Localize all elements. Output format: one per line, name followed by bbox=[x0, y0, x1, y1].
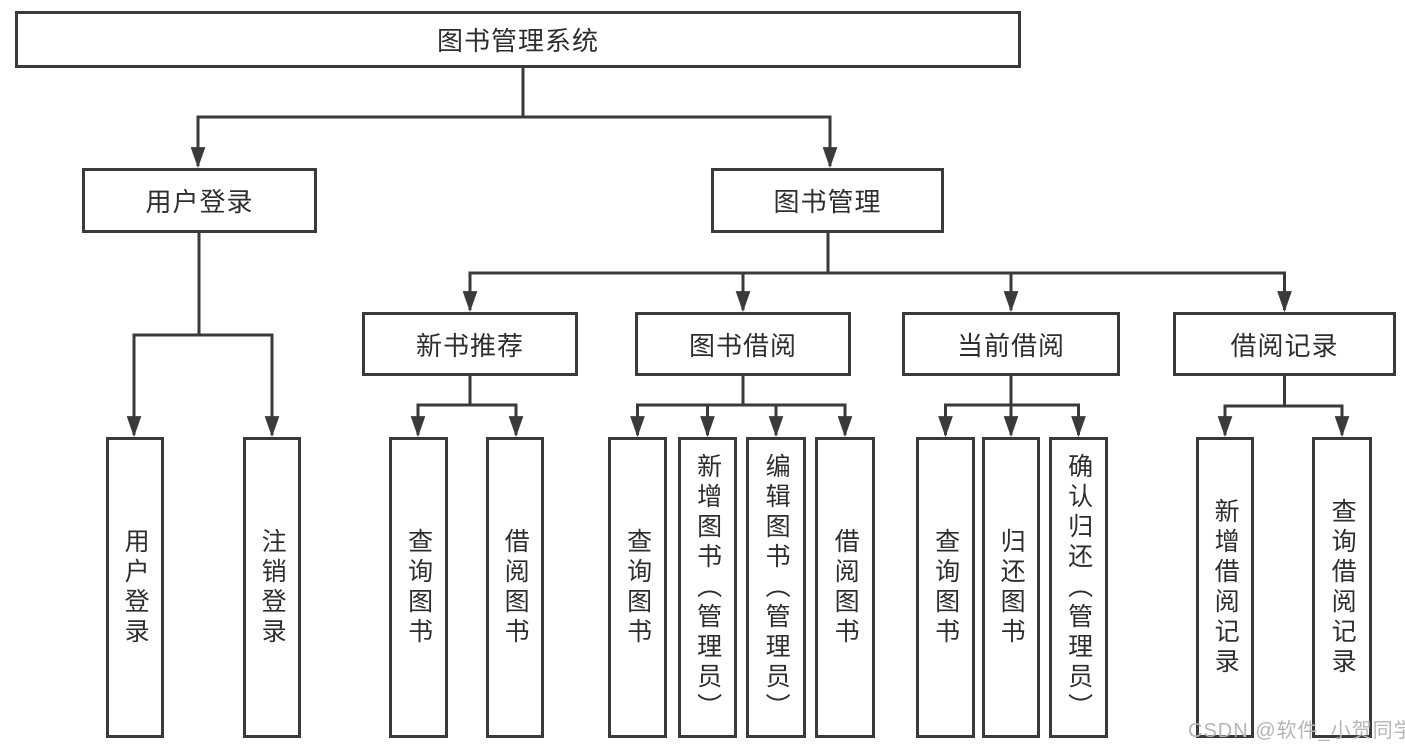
node-label: 图书借阅 bbox=[688, 330, 797, 361]
node-label: 借阅记录 bbox=[1230, 330, 1339, 361]
node-book-borrowing: 图书借阅 bbox=[635, 312, 851, 376]
leaf-query-books: 查询图书 bbox=[608, 437, 667, 738]
leaf-query-books: 查询图书 bbox=[916, 437, 975, 738]
node-new-book-recommendation: 新书推荐 bbox=[362, 312, 578, 376]
node-borrowing-records: 借阅记录 bbox=[1173, 312, 1396, 376]
node-user-login: 用户登录 bbox=[82, 168, 317, 233]
connector-book-mgmt-to-level3 bbox=[462, 230, 1292, 313]
leaf-label: 新增借阅记录 bbox=[1211, 497, 1240, 678]
node-label: 当前借阅 bbox=[956, 330, 1065, 361]
connector-current-borrow-children bbox=[938, 373, 1086, 438]
leaf-query-books: 查询图书 bbox=[389, 437, 448, 738]
leaf-edit-books-admin: 编辑图书（管理员） bbox=[746, 437, 806, 738]
leaf-label: 借阅图书 bbox=[501, 527, 530, 648]
leaf-confirm-return-admin: 确认归还（管理员） bbox=[1049, 437, 1108, 738]
leaf-user-login: 用户登录 bbox=[106, 437, 164, 738]
node-label: 图书管理系统 bbox=[436, 26, 599, 56]
leaf-label: 归还图书 bbox=[997, 527, 1026, 648]
leaf-borrow-books: 借阅图书 bbox=[815, 437, 875, 738]
connector-new-books-children bbox=[410, 373, 524, 438]
leaf-query-borrow-record: 查询借阅记录 bbox=[1312, 437, 1372, 738]
watermark: CSDN @软件_小贺同学 bbox=[1188, 720, 1405, 742]
connector-borrow-records-children bbox=[1217, 375, 1350, 438]
leaf-label: 查询图书 bbox=[404, 527, 433, 648]
node-label: 用户登录 bbox=[145, 187, 254, 217]
leaf-add-books-admin: 新增图书（管理员） bbox=[678, 437, 737, 738]
node-book-management: 图书管理 bbox=[711, 168, 944, 233]
node-label: 新书推荐 bbox=[415, 330, 524, 361]
node-label: 图书管理 bbox=[773, 187, 882, 217]
node-library-management-system: 图书管理系统 bbox=[15, 11, 1021, 68]
leaf-logout: 注销登录 bbox=[243, 437, 301, 738]
leaf-add-borrow-record: 新增借阅记录 bbox=[1196, 437, 1254, 738]
leaf-label: 查询借阅记录 bbox=[1328, 497, 1357, 678]
leaf-label: 注销登录 bbox=[258, 527, 287, 648]
leaf-label: 新增图书（管理员） bbox=[693, 452, 722, 723]
leaf-return-books: 归还图书 bbox=[982, 437, 1040, 738]
leaf-borrow-books: 借阅图书 bbox=[486, 437, 544, 738]
leaf-label: 确认归还（管理员） bbox=[1064, 452, 1093, 723]
node-current-borrowing: 当前借阅 bbox=[902, 312, 1120, 376]
leaf-label: 借阅图书 bbox=[831, 527, 860, 648]
connector-book-borrow-children bbox=[630, 373, 853, 438]
connector-root-to-level2 bbox=[190, 66, 838, 169]
leaf-label: 编辑图书（管理员） bbox=[762, 452, 791, 723]
leaf-label: 查询图书 bbox=[931, 527, 960, 648]
leaf-label: 用户登录 bbox=[121, 527, 150, 648]
connector-user-login-children bbox=[126, 230, 280, 438]
leaf-label: 查询图书 bbox=[623, 527, 652, 648]
